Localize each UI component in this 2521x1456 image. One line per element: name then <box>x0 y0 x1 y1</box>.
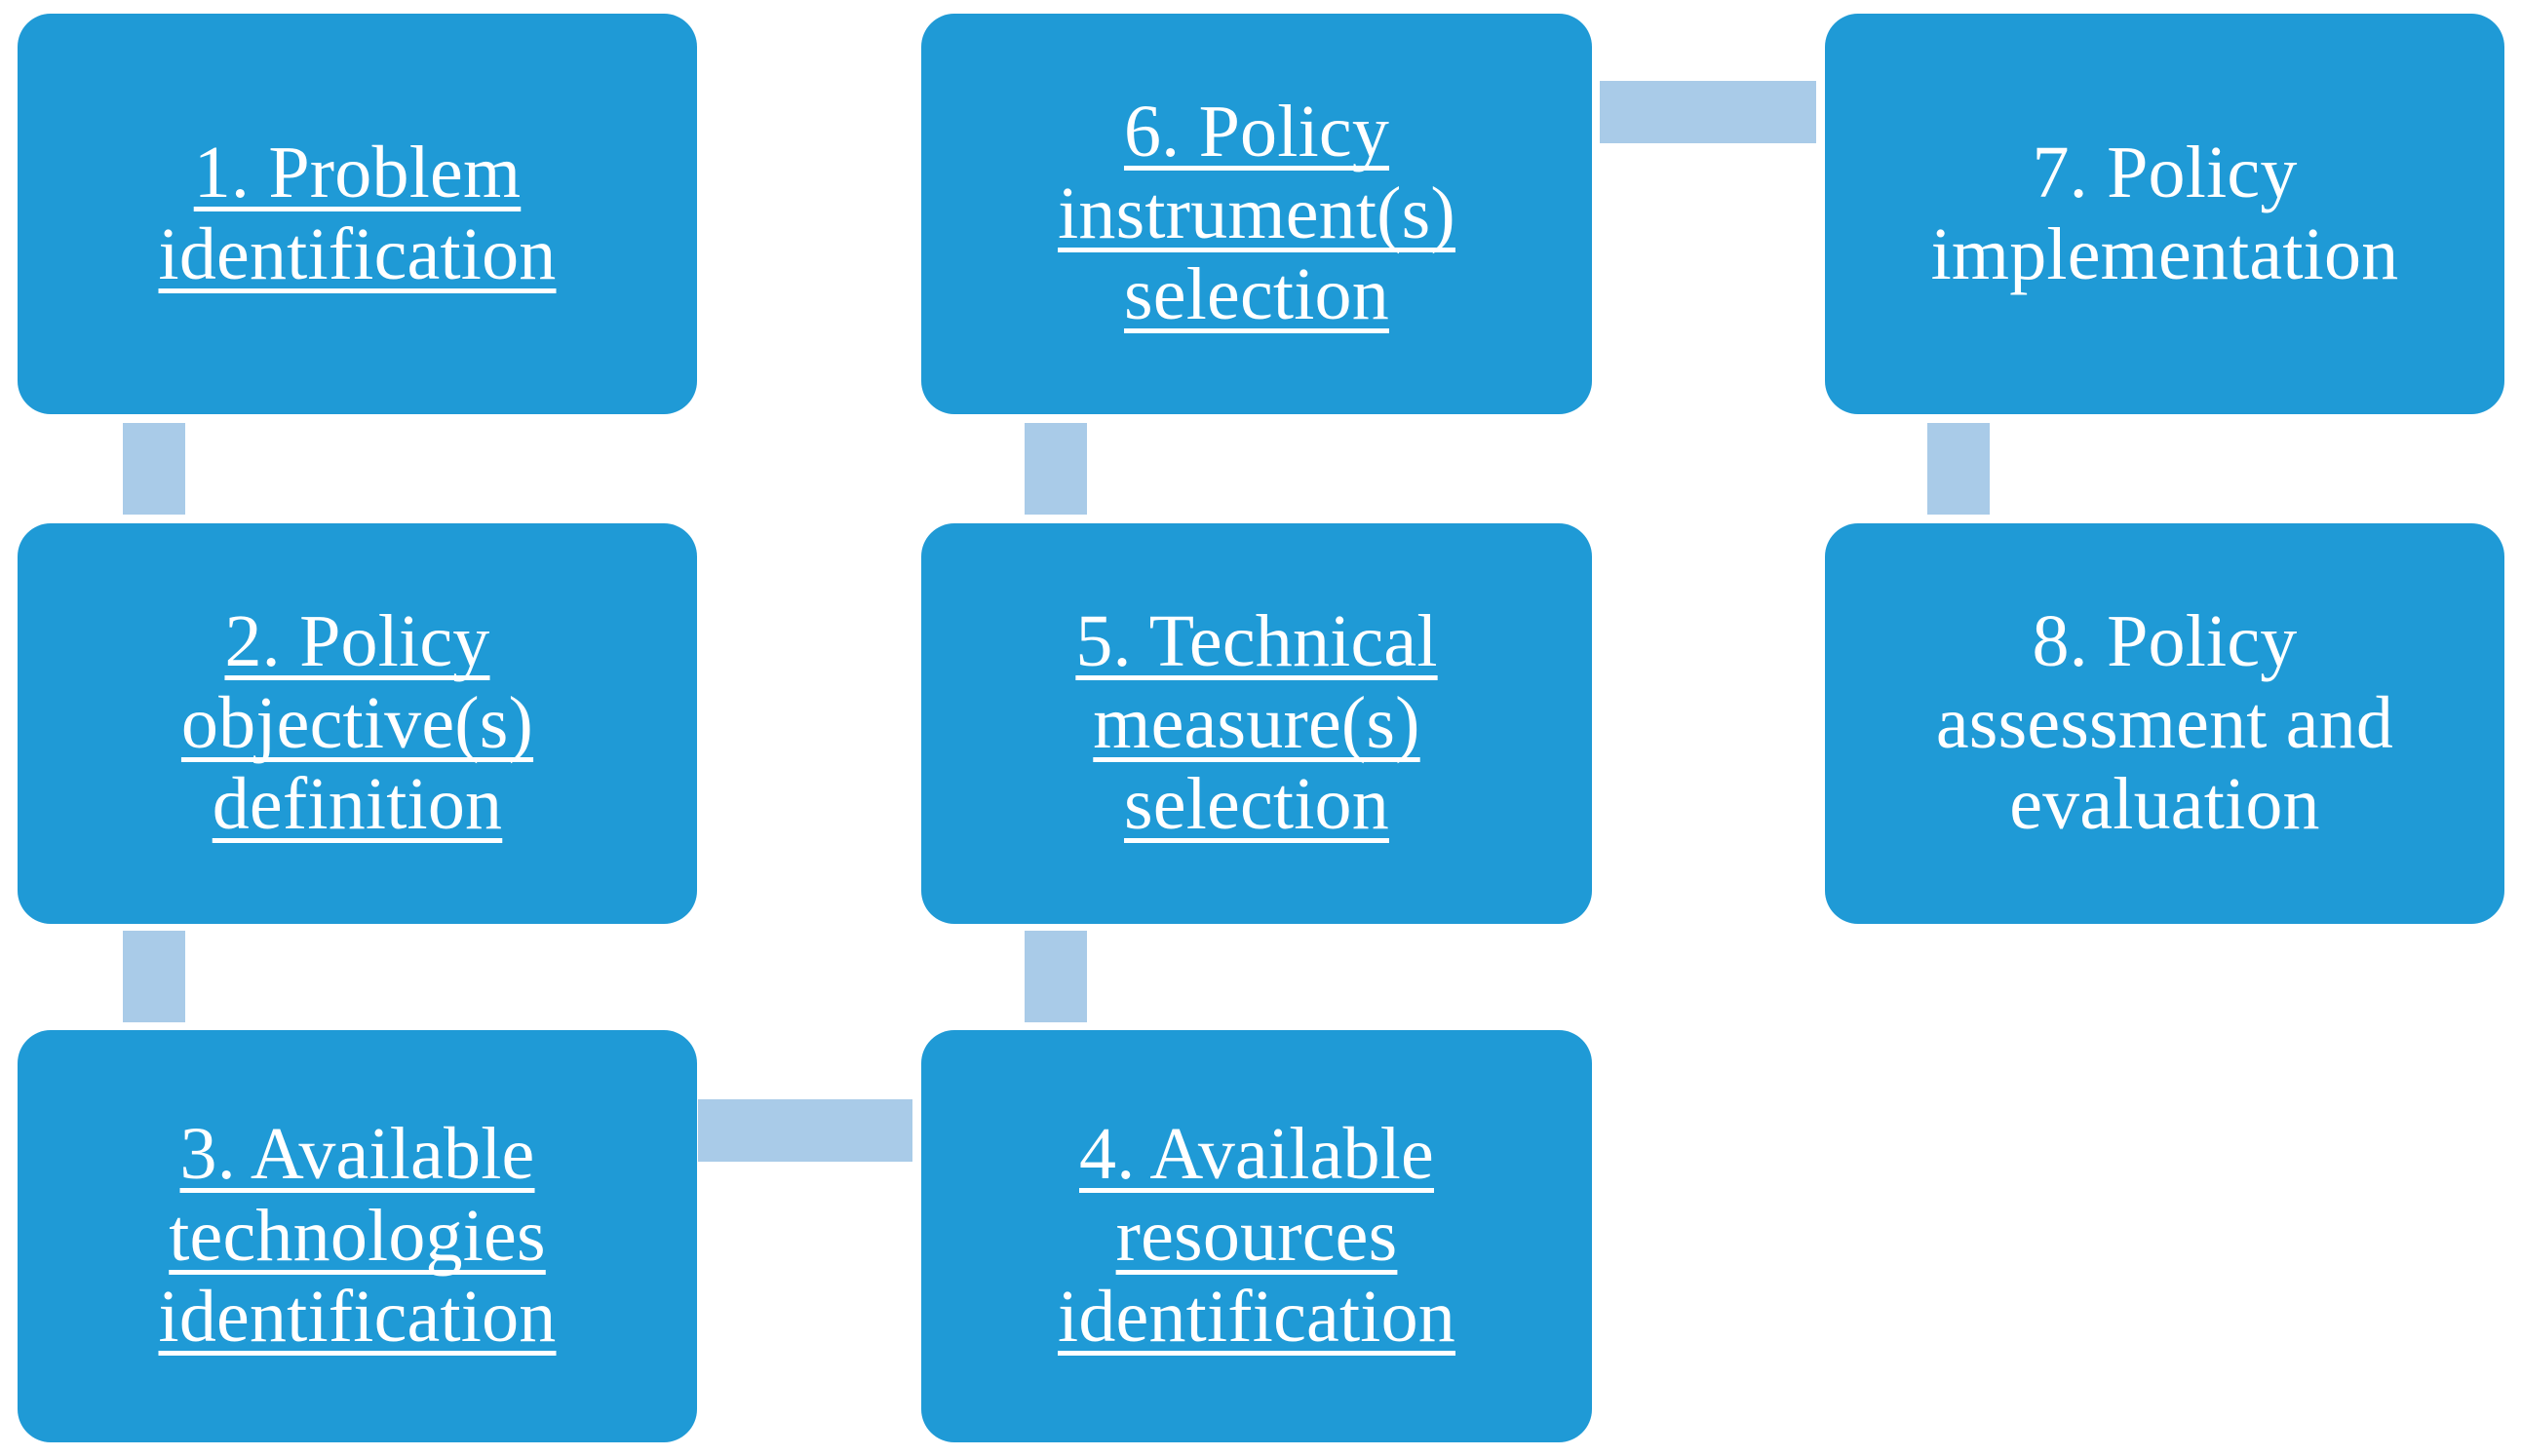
node-step-5-technical-measures-selection[interactable]: 5. Technical measure(s) selection <box>921 523 1592 924</box>
node-step-2-policy-objectives-definition[interactable]: 2. Policy objective(s) definition <box>18 523 697 924</box>
node-step-3-available-technologies-identification[interactable]: 3. Available technologies identification <box>18 1030 697 1442</box>
connector-step7-to-step8 <box>1927 423 1990 515</box>
node-step-5-label: 5. Technical measure(s) selection <box>1075 600 1438 846</box>
node-step-7-policy-implementation[interactable]: 7. Policy implementation <box>1825 14 2504 414</box>
node-step-2-label: 2. Policy objective(s) definition <box>180 600 534 846</box>
node-step-3-label: 3. Available technologies identification <box>158 1113 557 1359</box>
node-step-4-label: 4. Available resources identification <box>1058 1113 1455 1359</box>
node-step-6-label: 6. Policy instrument(s) selection <box>1058 91 1455 336</box>
connector-step5-to-step6 <box>1025 423 1087 515</box>
connector-step2-to-step3 <box>123 931 185 1022</box>
node-step-1-problem-identification[interactable]: 1. Problem identification <box>18 14 697 414</box>
connector-step4-to-step5 <box>1025 931 1087 1022</box>
connector-step6-to-step7 <box>1600 81 1816 143</box>
node-step-7-label: 7. Policy implementation <box>1930 131 2399 295</box>
connector-step3-to-step4 <box>698 1099 912 1162</box>
node-step-4-available-resources-identification[interactable]: 4. Available resources identification <box>921 1030 1592 1442</box>
connector-step1-to-step2 <box>123 423 185 515</box>
node-step-8-label: 8. Policy assessment and evaluation <box>1935 600 2394 846</box>
node-step-6-policy-instruments-selection[interactable]: 6. Policy instrument(s) selection <box>921 14 1592 414</box>
node-step-1-label: 1. Problem identification <box>158 131 557 295</box>
node-step-8-policy-assessment-and-evaluation[interactable]: 8. Policy assessment and evaluation <box>1825 523 2504 924</box>
